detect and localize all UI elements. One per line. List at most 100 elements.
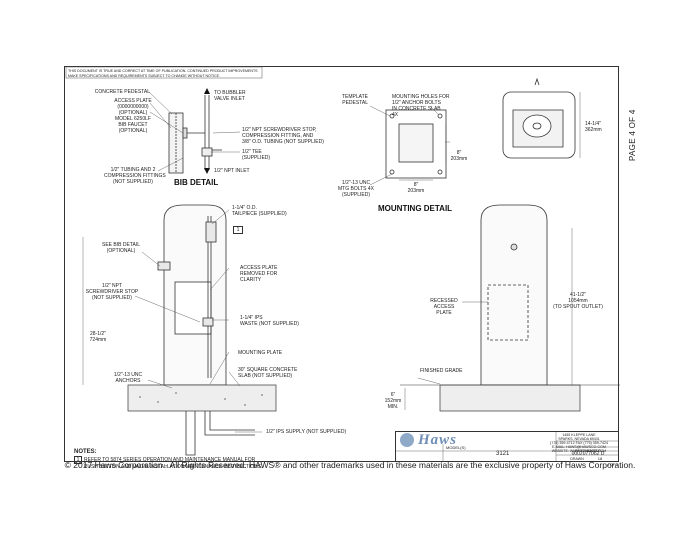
front-height-line: 28-1/2": [90, 331, 106, 337]
tailpiece-line: 1-1/4" O.D.: [232, 205, 257, 211]
recessed-line: RECESSED: [430, 298, 458, 304]
side-height-dim: 41-1/2" 1054mm (TO SPOUT OUTLET): [548, 292, 608, 310]
mounting-template-label: TEMPLATE PEDESTAL: [318, 94, 368, 106]
tee-line: 1/2" TEE: [242, 149, 262, 155]
bib-to-bubbler-label: TO BUBBLER VALVE INLET: [214, 90, 246, 102]
bib-tubing-label: 1/2" TUBING AND 2 COMPRESSION FITTINGS (…: [104, 167, 166, 185]
depth-dim: 6" 152mm MIN.: [382, 392, 404, 410]
bolts-line: MTG BOLTS 4X: [337, 186, 375, 192]
callout-1: 1: [233, 226, 243, 234]
tubing-line: COMPRESSION FITTINGS: [104, 173, 166, 179]
title-block: [395, 431, 619, 462]
address-line: WEBSITE: WWW.HAWSCO.COM: [551, 449, 607, 453]
model-line: BIB FAUCET: [118, 122, 148, 128]
brand-logo-icon: [400, 433, 414, 447]
side-dim-line: 203mm: [450, 156, 468, 162]
front-height-dim: 28-1/2" 724mm: [84, 331, 112, 343]
page-label: PAGE 4 OF 4: [628, 109, 637, 161]
side-dim-line: 8": [456, 150, 462, 156]
depth-line: MIN.: [387, 404, 399, 410]
side-height-line: 41-1/2": [570, 292, 586, 298]
bib-detail-title: BIB DETAIL: [174, 178, 219, 187]
bib-screwdriver-label: 1/2" NPT SCREWDRIVER STOP, COMPRESSION F…: [242, 127, 324, 145]
to-bubbler-line: VALVE INLET: [214, 96, 245, 102]
bib-pedestal-label: CONCRETE PEDESTAL: [94, 89, 150, 95]
tailpiece-label: 1-1/4" O.D. TAILPIECE (SUPPLIED): [232, 205, 287, 217]
brand-logo: Haws: [400, 432, 530, 449]
bib-tee-label: 1/2" TEE (SUPPLIED): [242, 149, 270, 161]
mounting-bottom-dim: 8" 203mm: [404, 182, 428, 194]
mounting-side-dim: 8" 203mm: [447, 150, 471, 162]
note-text-line: PUSH BUTTON AND VALVE INSTALLATION/MAINT…: [84, 464, 263, 470]
anchors-line: ANCHORS: [115, 378, 141, 384]
side-height-line: (TO SPOUT OUTLET): [553, 304, 603, 310]
recessed-plate-label: RECESSED ACCESS PLATE: [426, 298, 462, 316]
access-removed-line: REMOVED FOR: [240, 271, 278, 277]
sheet-number: 4 OF 4: [607, 463, 618, 467]
bib-ref-line: (OPTIONAL): [106, 248, 136, 254]
top-dim-line: 14-1/4": [585, 121, 601, 127]
screwdriver-line: 1/2" NPT SCREWDRIVER STOP,: [242, 127, 317, 133]
access-plate-line: (0000000000): [117, 104, 149, 110]
slab-line: 30" SQUARE CONCRETE: [238, 367, 298, 373]
bolts-line: 1/2"-13 UNC: [341, 180, 371, 186]
copyright-text: © 2017 Haws Corporation - All Rights Res…: [64, 460, 636, 470]
depth-line: 6": [390, 392, 396, 398]
waste-line: 1-1/4" IPS: [240, 315, 263, 321]
bib-access-plate-label: ACCESS PLATE (0000000000) (OPTIONAL): [112, 98, 154, 116]
access-removed-line: CLARITY: [240, 277, 262, 283]
notes-title: NOTES:: [74, 449, 97, 455]
finished-grade-label: FINISHED GRADE: [420, 368, 463, 374]
holes-line: 1/2" ANCHOR BOLTS: [392, 100, 441, 106]
holes-line: 4X: [392, 112, 399, 118]
tee-line: (SUPPLIED): [242, 155, 271, 161]
access-removed-label: ACCESS PLATE REMOVED FOR CLARITY: [240, 265, 277, 283]
address-line: (775) 359-4712 FAX (775) 359-7424: [550, 441, 608, 445]
holes-line: IN CONCRETE SLAB: [392, 106, 441, 112]
access-removed-line: ACCESS PLATE: [240, 265, 278, 271]
tubing-line: (NOT SUPPLIED): [113, 179, 153, 185]
screwdriver-stop-label: 1/2" NPT SCREWDRIVER STOP (NOT SUPPLIED): [84, 283, 140, 301]
screwdriver-line: 3/8" O.D. TUBING (NOT SUPPLIED): [242, 139, 324, 145]
company-address: 1455 KLEPPE LANE SPARKS, NEVADA 89431 (7…: [540, 433, 618, 453]
bib-model-label: MODEL 6250LF BIB FAUCET (OPTIONAL): [112, 116, 154, 134]
anchors-label: 1/2"-13 UNC ANCHORS: [108, 372, 148, 384]
part-number: 0002077062 D: [571, 451, 605, 457]
depth-line: 152mm: [384, 398, 402, 404]
template-line: PEDESTAL: [342, 100, 368, 106]
header-note-line: MAKE SPECIFICATIONS AND REQUIREMENTS SUB…: [68, 73, 221, 78]
side-height-line: 1054mm: [568, 298, 588, 304]
top-view-dim: 14-1/4" 362mm: [585, 121, 602, 133]
screwdriver-stop-line: 1/2" NPT: [101, 283, 123, 289]
header-note-line: THIS DOCUMENT IS TRUE AND CORRECT AT TIM…: [68, 69, 258, 73]
tailpiece-line: TAILPIECE (SUPPLIED): [232, 211, 287, 217]
waste-line: WASTE (NOT SUPPLIED): [240, 321, 299, 327]
model-number: 3121: [496, 451, 510, 457]
bib-npt-inlet-label: 1/2" NPT INLET: [214, 168, 250, 174]
address-line: SPARKS, NEVADA 89431: [558, 437, 600, 441]
slab-label: 30" SQUARE CONCRETE SLAB (NOT SUPPLIED): [238, 367, 297, 379]
supply-label: 1/2" IPS SUPPLY (NOT SUPPLIED): [266, 429, 347, 435]
tubing-line: 1/2" TUBING AND 2: [110, 167, 156, 173]
slab-line: SLAB (NOT SUPPLIED): [238, 373, 293, 379]
bolts-line: (SUPPLIED): [341, 192, 371, 198]
mounting-detail-title: MOUNTING DETAIL: [378, 204, 453, 213]
front-height-line: 724mm: [89, 337, 107, 343]
screwdriver-stop-line: SCREWDRIVER STOP: [85, 289, 139, 295]
address-line: E-MAIL: HAWS@HAWSCO.COM: [552, 445, 606, 449]
waste-label: 1-1/4" IPS WASTE (NOT SUPPLIED): [240, 315, 299, 327]
anchors-line: 1/2"-13 UNC: [113, 372, 143, 378]
note-text-line: REFER TO 5874 SERIES OPERATION AND MAINT…: [84, 457, 256, 463]
drawn-label: DRAWN: [570, 457, 584, 461]
access-plate-line: ACCESS PLATE: [114, 98, 152, 104]
drawing-frame: [64, 66, 619, 462]
recessed-line: PLATE: [436, 310, 452, 316]
to-bubbler-line: TO BUBBLER: [214, 90, 246, 96]
recessed-line: ACCESS: [433, 304, 455, 310]
brand-wordmark: Haws: [418, 432, 458, 448]
bottom-dim-line: 8": [413, 182, 419, 188]
part-number-label: PART NUMBER: [575, 449, 601, 453]
model-label: MODEL(S): [446, 445, 466, 450]
